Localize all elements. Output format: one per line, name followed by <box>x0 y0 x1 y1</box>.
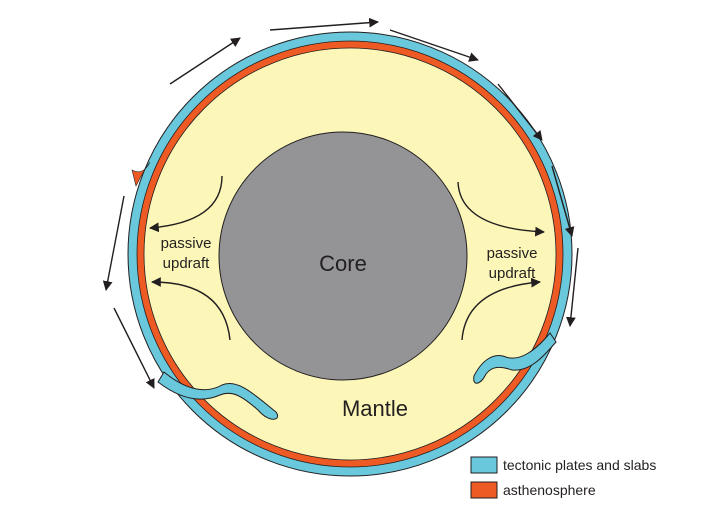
left-updraft-label-line1: passive <box>161 235 212 252</box>
plate-motion-arrow <box>269 17 379 31</box>
right-subducting-slab <box>473 332 557 384</box>
left-updraft-arrow-top <box>149 175 223 233</box>
legend-swatch-asthenosphere <box>470 481 498 499</box>
right-updraft-label-line1: passive <box>487 245 538 262</box>
plate-motion-arrow <box>389 29 479 62</box>
legend: tectonic plates and slabs asthenosphere <box>470 456 656 499</box>
left-updraft-arrow-bottom <box>151 277 231 341</box>
plate-motion-arrow <box>113 307 155 389</box>
plate-motion-arrow <box>102 195 125 291</box>
plate-motion-arrows <box>102 17 579 389</box>
right-updraft-label-line2: updraft <box>489 265 537 282</box>
plate-motion-arrow <box>566 247 579 327</box>
right-updraft-arrow-top <box>457 181 545 237</box>
legend-swatch-plates <box>470 456 498 474</box>
legend-label-plates: tectonic plates and slabs <box>503 457 656 473</box>
plate-motion-arrow <box>551 165 575 237</box>
right-updraft-arrow-bottom <box>461 277 541 341</box>
plate-motion-arrow <box>497 83 543 141</box>
left-updraft-label-line2: updraft <box>163 255 211 272</box>
legend-label-asthenosphere: asthenosphere <box>503 482 596 498</box>
mantle-label: Mantle <box>342 396 408 421</box>
core <box>218 131 468 381</box>
core-label: Core <box>319 251 367 276</box>
ridge-upwelling <box>131 161 151 187</box>
plate-motion-arrow <box>169 37 241 85</box>
left-subducting-slab <box>157 371 278 420</box>
